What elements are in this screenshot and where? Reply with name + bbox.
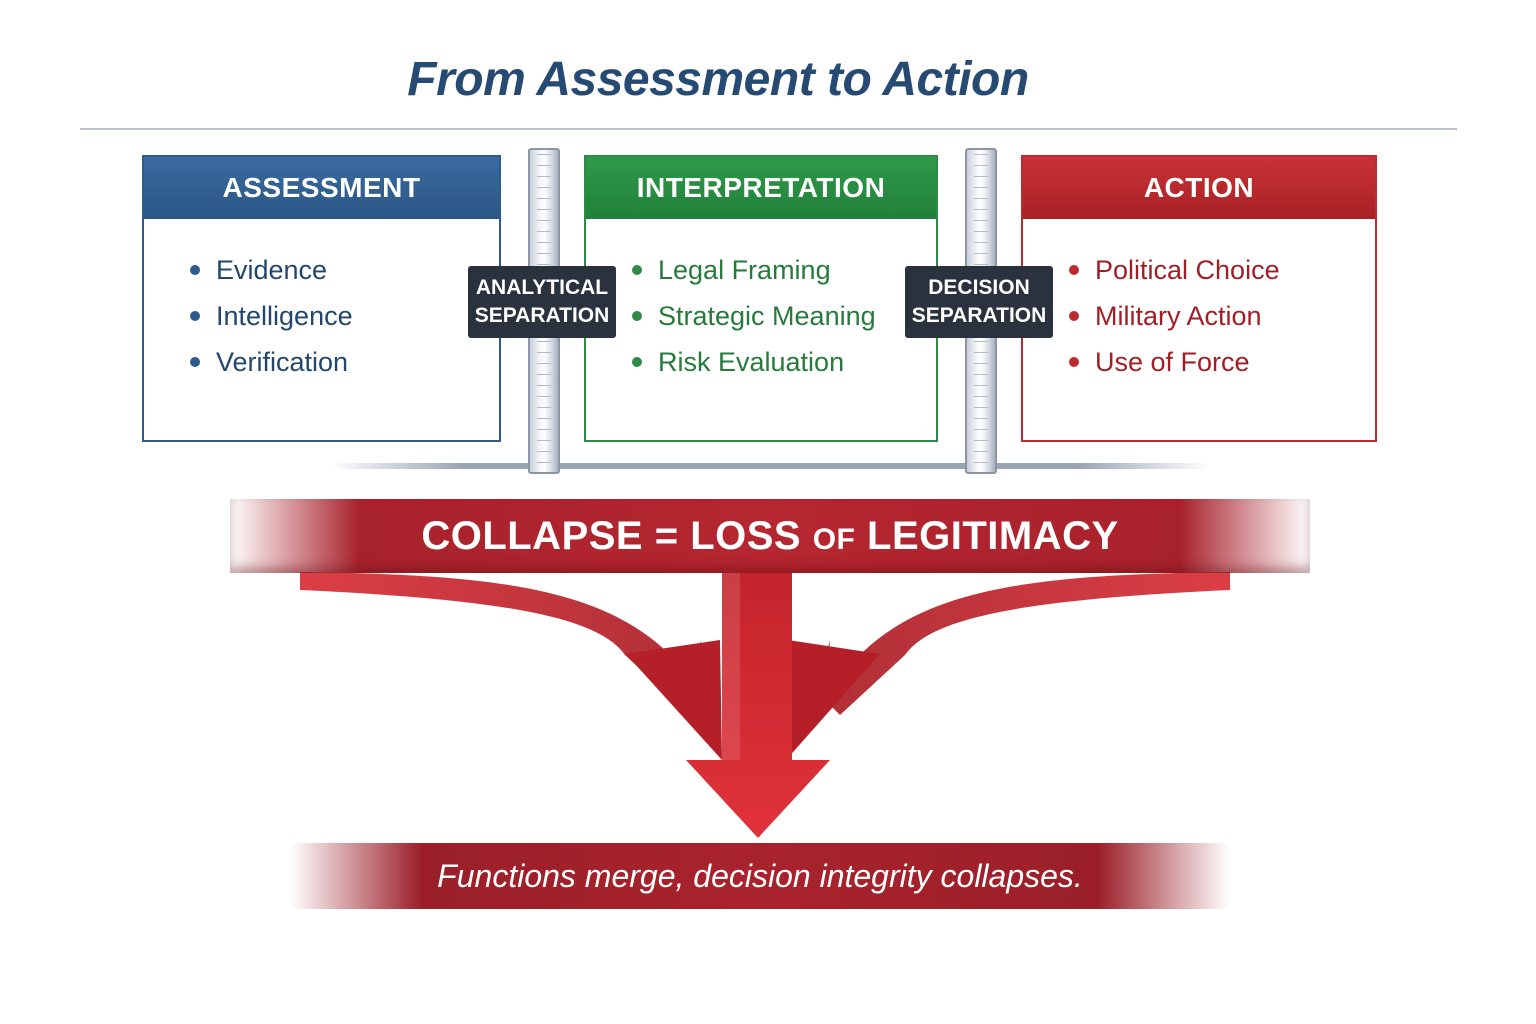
list-item: Strategic Meaning (632, 293, 936, 339)
separator-line-2: SEPARATION (911, 304, 1047, 327)
list-item-label: Verification (216, 347, 349, 377)
list-item-label: Legal Framing (658, 255, 831, 285)
banner-part-2: OF (812, 523, 856, 556)
pillar-base-line (330, 463, 1210, 469)
bullet-icon (632, 311, 642, 321)
list-item-label: Use of Force (1095, 347, 1250, 377)
list-item: Use of Force (1069, 339, 1375, 385)
bullet-icon (190, 265, 200, 275)
bullet-icon (1069, 311, 1079, 321)
banner-part-3: LEGITIMACY (855, 514, 1119, 558)
list-item: Verification (190, 339, 499, 385)
list-item-label: Evidence (216, 255, 328, 285)
bullet-icon (190, 357, 200, 367)
collapse-banner-text: COLLAPSE = LOSS OF LEGITIMACY (230, 499, 1310, 573)
footer-text: Functions merge, decision integrity coll… (437, 858, 1083, 894)
right-curved-arrow (810, 572, 1230, 715)
list-item-label: Political Choice (1095, 255, 1280, 285)
bullet-icon (1069, 357, 1079, 367)
action-box: ACTION Political Choice Military Action … (1021, 155, 1377, 442)
separator-line-2: SEPARATION (474, 304, 610, 327)
decision-separation-label: DECISION SEPARATION (905, 266, 1053, 338)
central-down-arrow (686, 572, 830, 838)
list-item: Risk Evaluation (632, 339, 936, 385)
collapse-banner: COLLAPSE = LOSS OF LEGITIMACY (230, 499, 1310, 573)
list-item-label: Military Action (1095, 301, 1262, 331)
list-item-label: Intelligence (216, 301, 353, 331)
interpretation-heading: INTERPRETATION (586, 157, 936, 219)
bullet-icon (1069, 265, 1079, 275)
list-item: Military Action (1069, 293, 1375, 339)
left-arrow-head (626, 640, 722, 760)
interpretation-list: Legal Framing Strategic Meaning Risk Eva… (586, 219, 936, 385)
assessment-heading: ASSESSMENT (144, 157, 499, 219)
action-heading: ACTION (1023, 157, 1375, 219)
right-arrow-head (786, 640, 880, 760)
list-item-label: Strategic Meaning (658, 301, 876, 331)
list-item: Evidence (190, 247, 499, 293)
bullet-icon (632, 265, 642, 275)
list-item: Legal Framing (632, 247, 936, 293)
left-curved-arrow (300, 572, 720, 715)
title-divider (80, 128, 1457, 130)
assessment-box: ASSESSMENT Evidence Intelligence Verific… (142, 155, 501, 442)
bullet-icon (190, 311, 200, 321)
list-item-label: Risk Evaluation (658, 347, 845, 377)
interpretation-box: INTERPRETATION Legal Framing Strategic M… (584, 155, 938, 442)
analytical-separation-label: ANALYTICAL SEPARATION (468, 266, 616, 338)
action-list: Political Choice Military Action Use of … (1023, 219, 1375, 385)
diagram-title: From Assessment to Action (407, 53, 1029, 106)
separator-line-1: DECISION (928, 276, 1030, 299)
assessment-list: Evidence Intelligence Verification (144, 219, 499, 385)
separator-line-1: ANALYTICAL (475, 276, 609, 299)
list-item: Intelligence (190, 293, 499, 339)
list-item: Political Choice (1069, 247, 1375, 293)
banner-part-1: COLLAPSE = LOSS (421, 514, 813, 558)
bullet-icon (632, 357, 642, 367)
footer-banner: Functions merge, decision integrity coll… (290, 843, 1230, 909)
